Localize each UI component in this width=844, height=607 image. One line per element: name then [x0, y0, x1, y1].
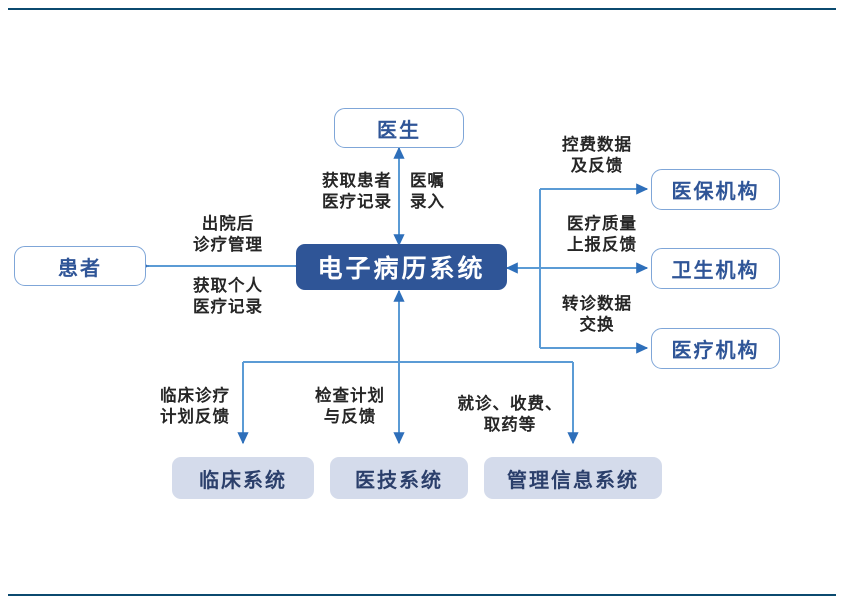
node-insurer-label: 医保机构	[671, 181, 760, 203]
edge-label-health-authority: 医疗质量 上报反馈	[567, 214, 637, 255]
node-medtech-system-label: 医技系统	[355, 469, 443, 492]
top-divider-rule	[8, 8, 836, 10]
node-medtech-system[interactable]: 医技系统	[330, 457, 468, 499]
node-core-ehr-system-label: 电子病历系统	[317, 256, 486, 283]
edge-label-medtech-system: 检查计划 与反馈	[315, 386, 385, 427]
node-doctor[interactable]: 医生	[334, 108, 464, 148]
edge-label-doctor-out: 医嘱 录入	[410, 171, 445, 212]
node-mis-system-label: 管理信息系统	[507, 469, 639, 492]
node-patient-label: 患者	[58, 257, 102, 280]
node-health-authority-label: 卫生机构	[671, 260, 760, 282]
edge-label-patient-in: 获取个人 医疗记录	[193, 276, 263, 317]
node-patient[interactable]: 患者	[14, 246, 146, 286]
edge-label-doctor-in: 获取患者 医疗记录	[322, 171, 392, 212]
node-clinical-system-label: 临床系统	[199, 469, 287, 492]
node-clinical-system[interactable]: 临床系统	[172, 457, 314, 499]
node-mis-system[interactable]: 管理信息系统	[484, 457, 662, 499]
edge-label-patient-out: 出院后 诊疗管理	[193, 214, 263, 255]
node-medical-org-label: 医疗机构	[671, 340, 760, 362]
node-health-authority[interactable]: 卫生机构	[651, 248, 780, 289]
node-doctor-label: 医生	[377, 119, 421, 142]
edge-label-mis-system: 就诊、收费、 取药等	[457, 394, 563, 435]
bottom-divider-rule	[8, 594, 836, 596]
node-medical-org[interactable]: 医疗机构	[651, 328, 780, 369]
edge-label-insurer: 控费数据 及反馈	[562, 135, 632, 176]
node-insurer[interactable]: 医保机构	[651, 169, 780, 210]
edge-label-medical-org: 转诊数据 交换	[562, 294, 632, 335]
edge-label-clinical-system: 临床诊疗 计划反馈	[160, 386, 230, 427]
node-core-ehr-system[interactable]: 电子病历系统	[296, 244, 507, 290]
